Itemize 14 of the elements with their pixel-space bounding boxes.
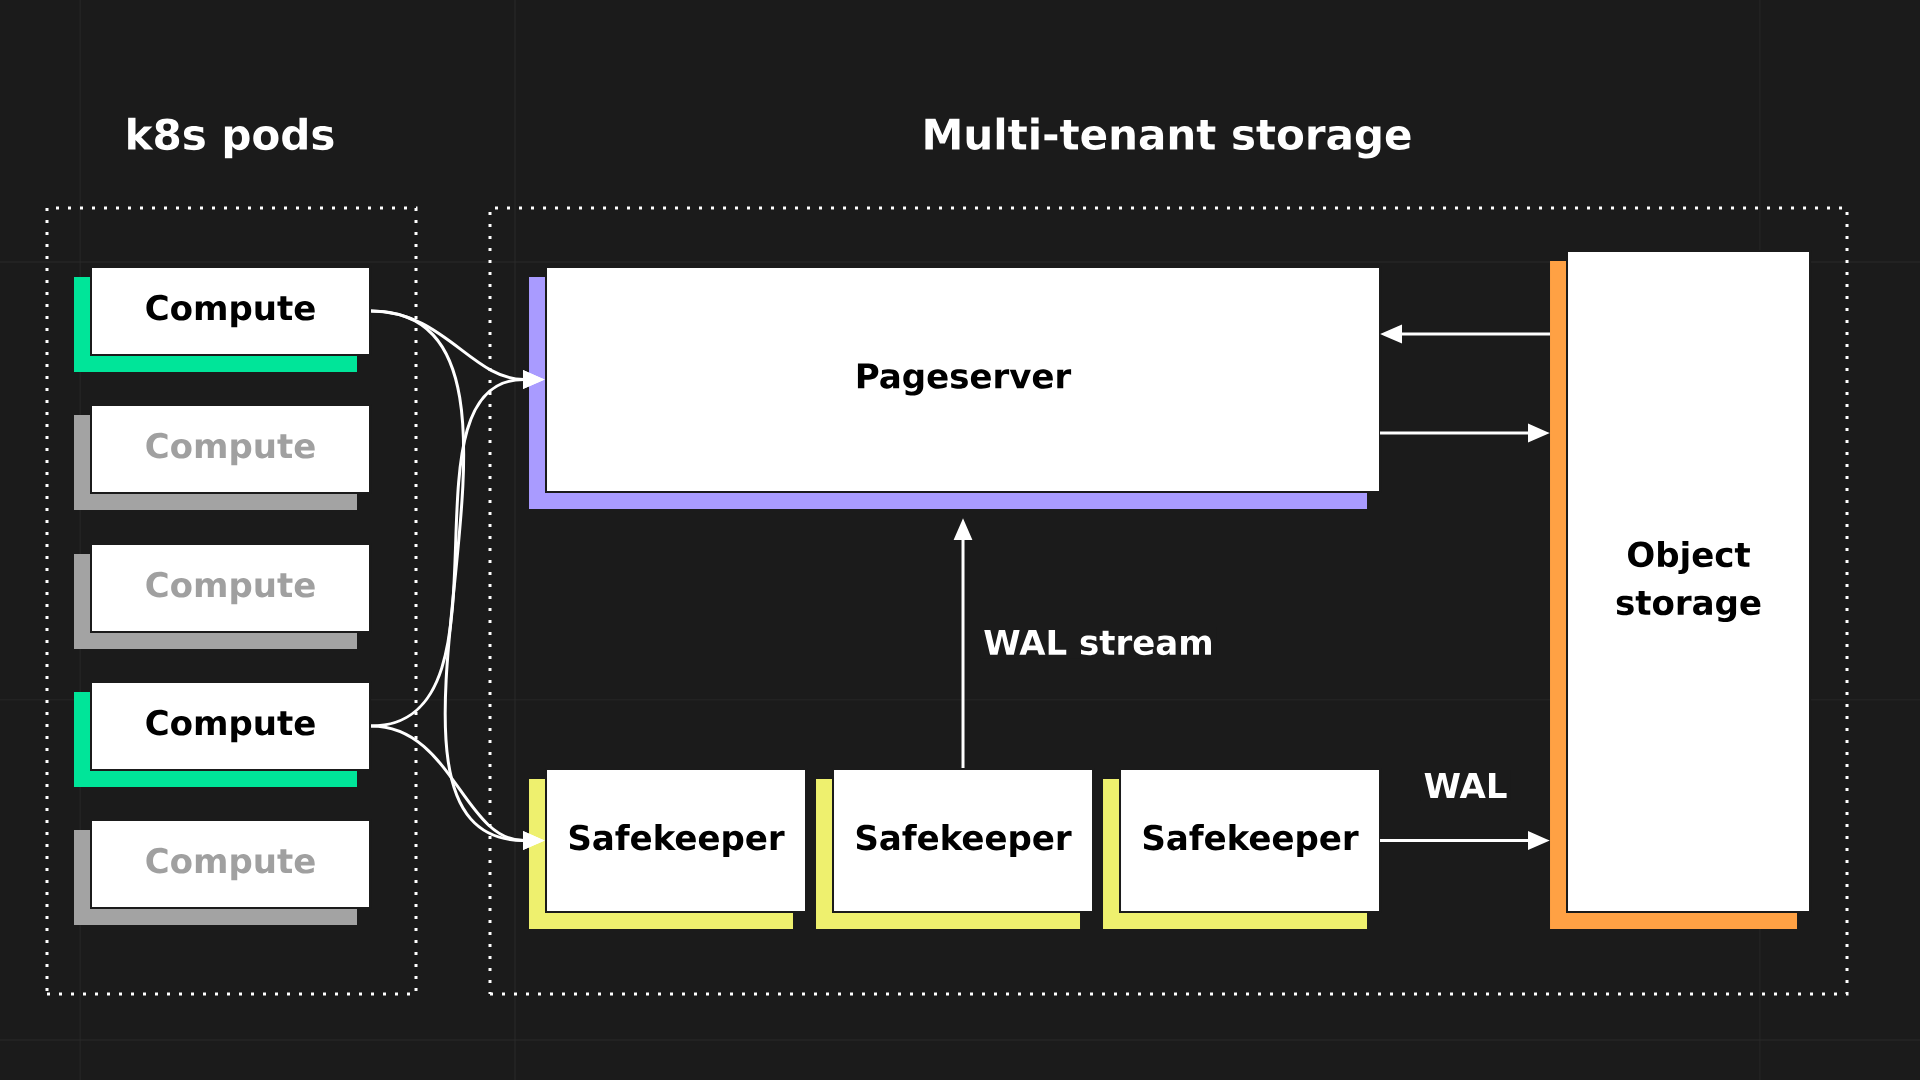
process-box: Safekeeper <box>529 768 807 929</box>
edge-label: WAL stream <box>984 629 1211 656</box>
process-box: Pageserver <box>529 266 1381 509</box>
process-box: Compute <box>74 543 371 649</box>
process-box: Compute <box>74 819 371 925</box>
process-box: Safekeeper <box>1103 768 1381 929</box>
group-title: Multi-tenant storage <box>925 117 1411 159</box>
process-box: Safekeeper <box>816 768 1094 929</box>
process-box: Compute <box>74 681 371 787</box>
process-box: Compute <box>74 266 371 372</box>
edge-label: WAL <box>1424 773 1507 798</box>
process-box: Compute <box>74 404 371 510</box>
process-box: Object storage <box>1550 250 1811 929</box>
group-title: k8s pods <box>128 117 334 159</box>
